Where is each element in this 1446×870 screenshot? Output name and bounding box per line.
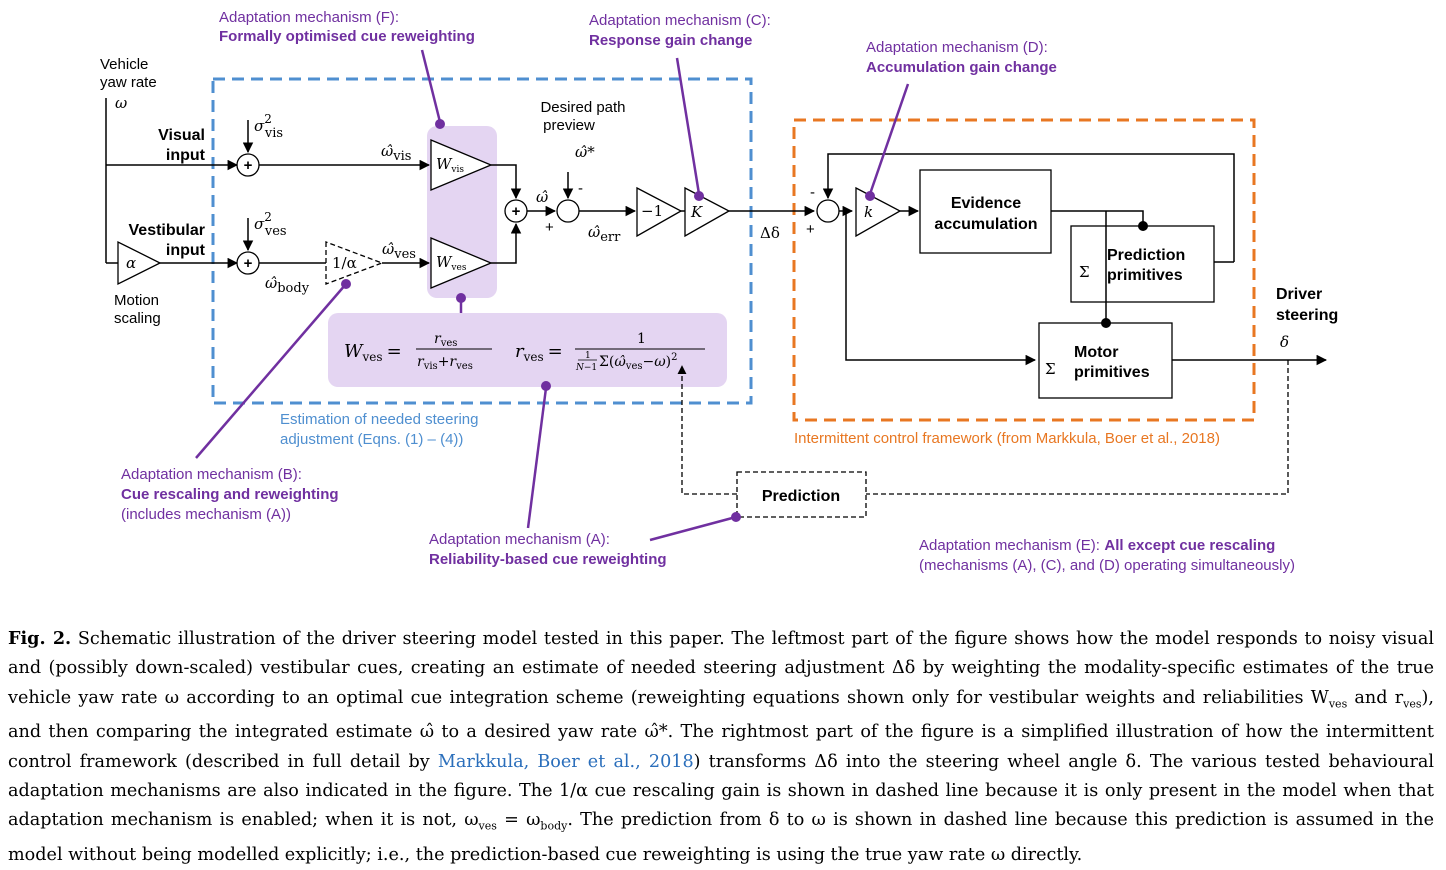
- gain-K-label: K: [690, 203, 703, 221]
- svg-text:1: 1: [637, 331, 646, 347]
- intermittent-region: [792, 118, 1256, 422]
- plus-sign: +: [806, 221, 815, 238]
- plus-sign: +: [244, 157, 253, 174]
- mech-f-title: Adaptation mechanism (F):: [219, 9, 399, 26]
- driver-label: Driver: [1276, 286, 1322, 303]
- alpha-label: α: [126, 254, 136, 272]
- desired-path-label: Desired path: [540, 99, 625, 116]
- mech-a-name: Reliability-based cue reweighting: [429, 551, 667, 568]
- svg-text:1: 1: [585, 351, 591, 361]
- omega-err-label: ω̂err: [588, 223, 621, 245]
- prediction-label: Prediction: [762, 488, 840, 505]
- omega-ves-label: ω̂ves: [382, 240, 416, 262]
- scaling-label: scaling: [114, 310, 161, 327]
- yaw-rate-label: yaw rate: [100, 74, 157, 91]
- vehicle-label: Vehicle: [100, 56, 148, 73]
- figure-caption: Fig. 2. Schematic illustration of the dr…: [8, 628, 1434, 866]
- vestibular-label: Vestibular: [129, 222, 205, 239]
- mech-c-title: Adaptation mechanism (C):: [589, 12, 771, 29]
- minus-sign: -: [578, 180, 583, 197]
- motor-primitives-block: [1038, 322, 1173, 399]
- estimation-label: Estimation of needed steering: [280, 411, 478, 428]
- mech-a-title: Adaptation mechanism (A):: [429, 531, 610, 548]
- mech-c-name: Response gain change: [589, 32, 752, 49]
- svg-text:N−1: N−1: [575, 363, 597, 373]
- mech-e-line: Adaptation mechanism (E): All except cue…: [919, 537, 1275, 554]
- mech-d-title: Adaptation mechanism (D):: [866, 39, 1048, 56]
- one-over-alpha-label: 1/α: [332, 254, 357, 272]
- vestibular-input-label: input: [166, 242, 206, 259]
- preview-label: preview: [543, 117, 595, 134]
- delta-output-label: δ: [1280, 333, 1289, 351]
- evidence-label: Evidence: [951, 195, 1021, 212]
- visual-label: Visual: [158, 127, 205, 144]
- estimation-label: adjustment (Eqns. (1) – (4)): [280, 431, 463, 448]
- error-sum-junction: [556, 199, 580, 223]
- svg-text:Σ(ω̂ves−ω)2: Σ(ω̂ves−ω)2: [599, 352, 678, 372]
- motion-scaling-gain: [117, 240, 162, 286]
- cue-rescaling-gain: [325, 241, 384, 285]
- sigma-icon: Σ: [1045, 360, 1056, 378]
- estimation-region: [211, 77, 753, 405]
- visual-weight-gain: [430, 139, 493, 191]
- delta-delta-label: Δδ: [760, 224, 780, 242]
- mech-b-title: Adaptation mechanism (B):: [121, 466, 302, 483]
- plus-sign: +: [545, 219, 554, 236]
- omega-vis-label: ω̂vis: [381, 142, 411, 164]
- omega-input-label: ω: [115, 94, 127, 112]
- omega-hat-label: ω̂: [536, 188, 548, 206]
- minus-sign: -: [810, 184, 815, 201]
- omega-body-label: ω̂body: [265, 274, 310, 296]
- prediction-primitives-block: [1070, 225, 1215, 303]
- plus-sign: +: [244, 255, 253, 272]
- svg-text:Wves=: Wves=: [344, 341, 402, 364]
- accumulation-sum-junction: [816, 199, 840, 223]
- omega-star-label: ω̂*: [575, 143, 595, 161]
- sigma-icon: Σ: [1079, 263, 1090, 281]
- motor-primitives-label: Motor: [1074, 344, 1118, 361]
- negation-gain: [636, 186, 683, 238]
- neg-one-label: −1: [641, 202, 663, 220]
- accumulation-label: accumulation: [934, 216, 1037, 233]
- intermittent-label: Intermittent control framework (from Mar…: [794, 430, 1220, 447]
- mech-d-name: Accumulation gain change: [866, 59, 1057, 76]
- prediction-block: [736, 471, 867, 518]
- mech-f-name: Formally optimised cue reweighting: [219, 28, 475, 45]
- mech-e-note: (mechanisms (A), (C), and (D) operating …: [919, 557, 1295, 574]
- equation-box: [328, 313, 727, 387]
- mech-b-name: Cue rescaling and reweighting: [121, 486, 339, 503]
- mech-b-note: (includes mechanism (A)): [121, 506, 291, 523]
- steering-model-diagram: Adaptation mechanism (F): Formally optim…: [100, 9, 1338, 574]
- prediction-primitives-label: primitives: [1107, 267, 1183, 284]
- reference-link[interactable]: Markkula, Boer et al., 2018: [437, 751, 694, 772]
- motor-primitives-label: primitives: [1074, 364, 1150, 381]
- visual-input-label: input: [166, 147, 206, 164]
- gain-k-label: k: [864, 203, 873, 221]
- vestibular-weight-gain: [430, 237, 493, 289]
- motion-label: Motion: [114, 292, 159, 309]
- accumulation-gain-k: [855, 186, 902, 238]
- steering-label: steering: [1276, 307, 1338, 324]
- prediction-primitives-label: Prediction: [1107, 247, 1185, 264]
- plus-sign: +: [512, 203, 521, 220]
